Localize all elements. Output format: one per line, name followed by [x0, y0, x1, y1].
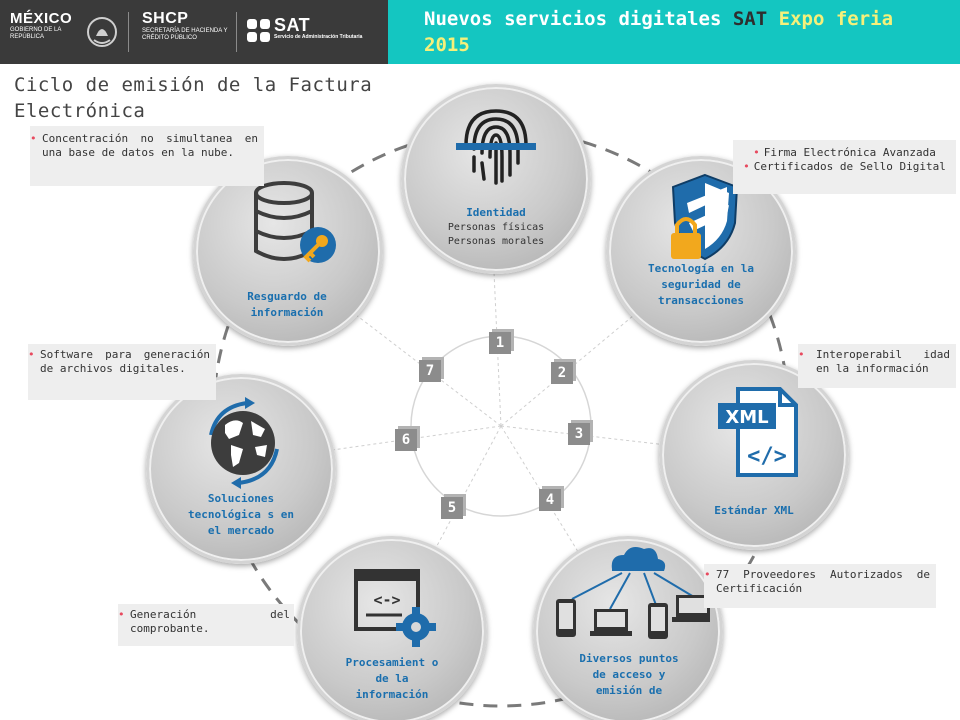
note-concentracion: Concentración no simultanea en una base …: [30, 126, 264, 186]
node-soluciones: Soluciones tecnológica s en el mercado: [146, 374, 336, 564]
note-software: Software para generación de archivos dig…: [28, 344, 216, 400]
step-number-2: 2: [551, 362, 573, 384]
node-procesamiento-label: Procesamient o de la información: [345, 656, 439, 701]
step-number-3: 3: [568, 423, 590, 445]
page-title: Ciclo de emisión de la Factura Electróni…: [14, 74, 373, 122]
step-number-1: 1: [489, 332, 511, 354]
svg-text:</>: </>: [747, 444, 787, 469]
note-generacion: Generación del comprobante.: [118, 604, 294, 646]
step-number-6: 6: [395, 429, 417, 451]
header-banner: MÉXICO GOBIERNO DE LA REPÚBLICA SHCP SEC…: [0, 0, 960, 64]
step-number-5: 5: [441, 497, 463, 519]
note-interoperabilidad: Interoperabil idad en la información: [798, 344, 956, 388]
node-xml-label: Estándar XML: [714, 504, 794, 517]
node-resguardo-label: Resguardo de información: [247, 290, 327, 319]
step-number-7: 7: [419, 360, 441, 382]
globe-arrows-icon: [209, 397, 279, 489]
note-proveedores: 77 Proveedores Autorizados de Certificac…: [704, 564, 936, 608]
header-logo-band: MÉXICO GOBIERNO DE LA REPÚBLICA SHCP SEC…: [0, 0, 388, 64]
header-divider: [128, 12, 129, 52]
fingerprint-icon: [456, 109, 536, 185]
header-title-band: [388, 0, 960, 64]
coat-of-arms-icon: [87, 17, 117, 47]
note-firma: Firma Electrónica Avanzada Certificados …: [733, 140, 956, 194]
node-puntos-acceso: Diversos puntos de acceso y emisión de: [533, 536, 723, 720]
code-window-gear-icon: <->: [354, 569, 436, 647]
node-puntos-label: Diversos puntos de acceso y emisión de: [579, 652, 679, 697]
node-procesamiento: <-> Procesamient o de la información: [297, 536, 487, 720]
cloud-devices-icon: [556, 547, 710, 639]
node-seguridad-label: Tecnología en la seguridad de transaccio…: [648, 262, 754, 307]
svg-text:<->: <->: [373, 591, 400, 609]
shcp-logo: SHCP SECRETARÍA DE HACIENDA Y CRÉDITO PÚ…: [142, 10, 228, 41]
shield-lock-icon: [671, 173, 739, 261]
xml-file-icon: XML </>: [718, 387, 798, 477]
header-divider: [236, 12, 237, 52]
node-soluciones-label: Soluciones tecnológica s en el mercado: [188, 492, 294, 537]
database-key-icon: [254, 181, 336, 263]
step-number-4: 4: [539, 489, 561, 511]
svg-text:XML: XML: [725, 407, 768, 428]
node-xml: XML </> Estándar XML: [659, 360, 849, 550]
node-identidad-label: Identidad Personas físicas Personas mora…: [447, 206, 545, 247]
node-resguardo: Resguardo de información: [193, 156, 383, 346]
banner-title: Nuevos servicios digitales SAT Expo feri…: [424, 8, 894, 56]
node-identidad: Identidad Personas físicas Personas mora…: [401, 84, 591, 274]
sat-logo: SAT Servicio de Administración Tributari…: [274, 15, 363, 40]
sat-grid-icon: [247, 19, 270, 42]
mexico-logo: MÉXICO GOBIERNO DE LA REPÚBLICA: [10, 10, 73, 40]
